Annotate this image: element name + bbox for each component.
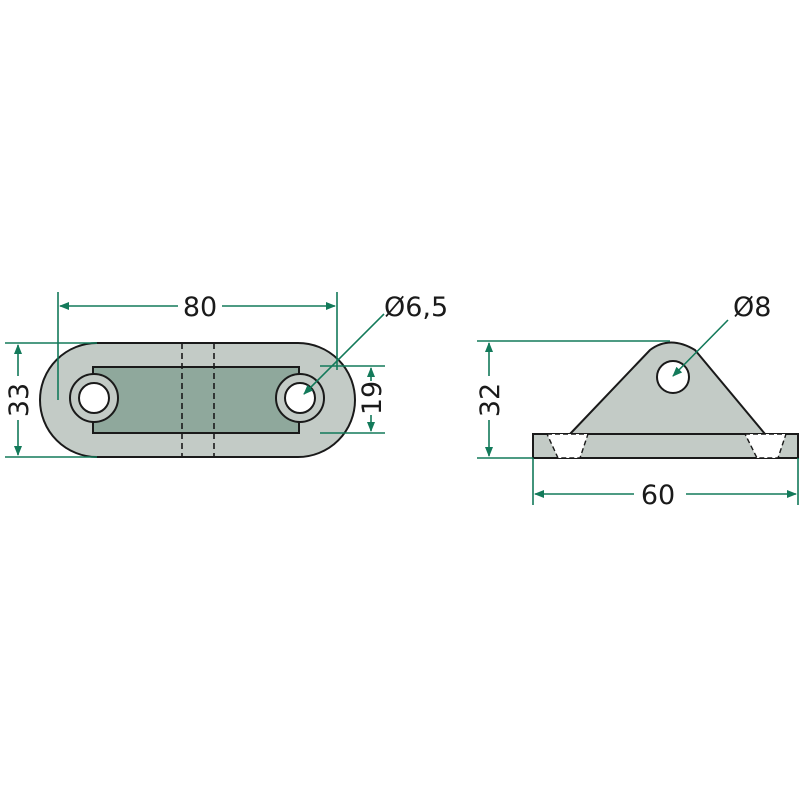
hole-diameter-label: Ø6,5 — [384, 292, 448, 323]
recess — [92, 366, 300, 434]
dimension-19: 19 — [320, 365, 388, 434]
length-label: 80 — [183, 292, 217, 323]
base-length-label: 60 — [641, 480, 675, 511]
ear-hole-diameter-label: Ø8 — [733, 292, 771, 323]
dimension-80: 80 — [57, 292, 338, 400]
dimension-hole-diameter: Ø6,5 — [303, 292, 448, 395]
hole-spacing-label: 19 — [357, 381, 388, 415]
hole-left — [78, 382, 110, 414]
dimension-ear-hole-diameter: Ø8 — [672, 292, 771, 377]
countersink-left — [545, 433, 589, 459]
ear-hole — [656, 360, 690, 394]
dimension-32: 32 — [475, 340, 670, 459]
dimension-60: 60 — [532, 458, 799, 511]
top-view: 80 33 19 Ø6,5 — [4, 292, 448, 458]
side-view: 32 60 Ø8 — [475, 292, 799, 511]
height-label: 32 — [475, 383, 506, 417]
width-label: 33 — [4, 383, 35, 417]
countersink-right — [743, 433, 787, 459]
dimension-33: 33 — [4, 342, 97, 458]
